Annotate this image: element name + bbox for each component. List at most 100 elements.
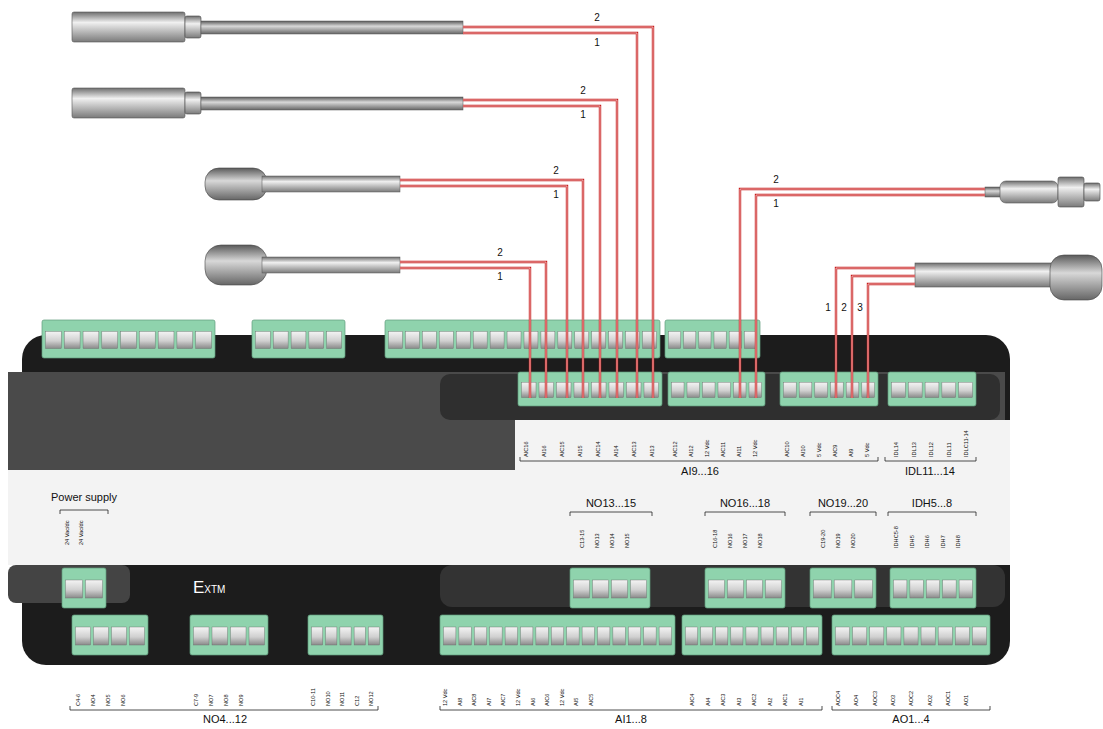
pin-label: AI1 bbox=[799, 698, 805, 706]
terminal-block bbox=[766, 580, 782, 598]
terminal-block bbox=[791, 627, 803, 645]
terminal-block bbox=[627, 382, 642, 397]
terminal-block bbox=[190, 615, 268, 655]
terminal-block bbox=[628, 627, 640, 645]
short-probe bbox=[262, 257, 400, 273]
sensor-wire bbox=[463, 100, 617, 398]
terminal-block bbox=[744, 331, 756, 348]
pin-label: 12 Vdc bbox=[443, 689, 449, 706]
pin-label: AI8 bbox=[458, 698, 464, 706]
pin-label: NO19 bbox=[836, 533, 842, 548]
sensor-wire bbox=[463, 100, 617, 398]
group-label: NO19...20 bbox=[818, 498, 868, 509]
terminal-block bbox=[703, 382, 716, 397]
long-probe bbox=[72, 12, 185, 42]
terminal-block bbox=[389, 331, 403, 348]
wire-number: 1 bbox=[825, 303, 831, 313]
terminal-block bbox=[473, 331, 487, 348]
terminal-block bbox=[904, 627, 918, 645]
sensor-wire bbox=[463, 106, 600, 398]
sensor-wire bbox=[836, 268, 915, 398]
terminal-block bbox=[439, 331, 453, 348]
terminal-block bbox=[888, 372, 976, 406]
short-probe bbox=[262, 176, 400, 192]
long-probe bbox=[72, 12, 463, 42]
pin-label: NO8 bbox=[224, 694, 230, 706]
sensor-wire bbox=[852, 276, 915, 398]
terminal-block bbox=[196, 331, 212, 348]
pressure-transducer bbox=[1084, 183, 1100, 201]
terminal-block bbox=[687, 382, 700, 397]
pin-label: NO5 bbox=[106, 694, 112, 706]
terminal-block bbox=[598, 627, 610, 645]
pin-label: 24 Vac/dc bbox=[65, 521, 71, 545]
pin-label: IDL14 bbox=[894, 442, 900, 457]
group-bracket bbox=[520, 457, 878, 461]
terminal-block bbox=[340, 627, 351, 645]
sensor-wire bbox=[400, 262, 546, 398]
pin-label: AO1 bbox=[964, 695, 970, 706]
pin-label: AIC8 bbox=[472, 694, 478, 706]
wire-number: 1 bbox=[580, 110, 586, 120]
terminal-block bbox=[709, 580, 725, 598]
terminal-block bbox=[780, 372, 878, 406]
terminal-block bbox=[112, 627, 127, 645]
pin-label: AO3 bbox=[891, 695, 897, 706]
terminal-block bbox=[291, 331, 306, 348]
terminal-block bbox=[672, 382, 685, 397]
terminal-block bbox=[668, 372, 765, 406]
terminal-block bbox=[892, 382, 906, 397]
group-label: AI1...8 bbox=[615, 714, 647, 725]
terminal-block bbox=[942, 382, 956, 397]
wire-number: 1 bbox=[497, 272, 503, 282]
wire-number: 2 bbox=[841, 303, 847, 313]
pin-label: IDH5 bbox=[910, 535, 916, 548]
long-probe bbox=[185, 16, 201, 38]
sensor-wire bbox=[400, 186, 567, 398]
terminal-block bbox=[326, 627, 337, 645]
terminal-block bbox=[644, 382, 659, 397]
group-label: NO4...12 bbox=[203, 714, 247, 725]
terminal-block bbox=[799, 382, 812, 397]
wire-number: 1 bbox=[594, 38, 600, 48]
sensor-wire bbox=[756, 195, 985, 398]
terminal-block bbox=[705, 568, 785, 608]
terminal-block bbox=[212, 627, 228, 645]
pin-label: AIC9 bbox=[833, 445, 839, 457]
wire-number: 2 bbox=[497, 248, 503, 258]
terminal-block bbox=[570, 568, 650, 608]
short-probe bbox=[205, 245, 267, 285]
terminal-block bbox=[62, 568, 106, 608]
pin-label: IDH7 bbox=[941, 535, 947, 548]
sensor-wire bbox=[400, 180, 583, 398]
pin-label: NO7 bbox=[209, 694, 215, 706]
sensor-wire bbox=[463, 33, 637, 398]
pin-label: AIC3 bbox=[721, 694, 727, 706]
terminal-block bbox=[121, 331, 137, 348]
pin-label: 5 Vdc bbox=[865, 443, 871, 457]
terminal-block bbox=[761, 627, 773, 645]
pin-label: AIC7 bbox=[501, 694, 507, 706]
controller-body bbox=[440, 565, 1005, 607]
sensor-wire bbox=[400, 180, 583, 398]
terminal-block bbox=[558, 331, 572, 348]
terminal-block bbox=[716, 627, 728, 645]
terminal-block bbox=[575, 331, 589, 348]
sensor-wire bbox=[836, 268, 915, 398]
terminal-block bbox=[582, 627, 594, 645]
group-label: AI9...16 bbox=[681, 466, 719, 477]
pin-label: IDH8 bbox=[956, 535, 962, 548]
terminal-block bbox=[86, 580, 103, 598]
terminal-block bbox=[440, 615, 675, 655]
terminal-block bbox=[731, 627, 743, 645]
terminal-block bbox=[130, 627, 145, 645]
sensor-wire bbox=[400, 27, 985, 398]
pin-label: NO16 bbox=[728, 533, 734, 548]
terminal-block bbox=[536, 627, 548, 645]
sensor-wire bbox=[756, 195, 985, 398]
pin-label: AI6 bbox=[531, 698, 537, 706]
pin-label: C13-15 bbox=[580, 530, 586, 548]
terminal-block bbox=[490, 627, 502, 645]
terminal-block bbox=[102, 331, 118, 348]
